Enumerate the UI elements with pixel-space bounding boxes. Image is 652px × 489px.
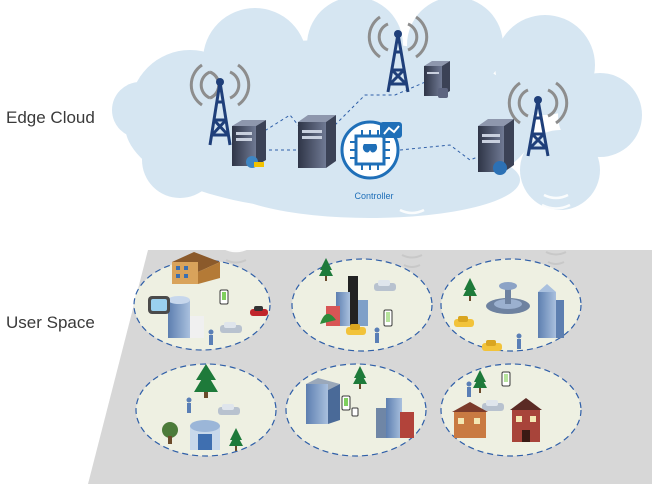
cell-tower-icon bbox=[367, 15, 429, 93]
building-icon bbox=[168, 296, 204, 338]
edge-cloud-shape bbox=[112, 0, 642, 218]
user-space-label: User Space bbox=[6, 313, 95, 332]
tree-icon bbox=[473, 370, 487, 393]
building-icon bbox=[376, 398, 414, 438]
cell-items bbox=[148, 252, 268, 345]
tree-icon bbox=[229, 428, 243, 451]
car-icon bbox=[454, 316, 474, 327]
server-icon bbox=[478, 119, 514, 175]
person-icon bbox=[516, 333, 522, 349]
tree-icon bbox=[162, 422, 178, 444]
cell-items bbox=[306, 366, 414, 438]
building-icon bbox=[306, 378, 340, 424]
server-icon bbox=[232, 120, 266, 168]
person-icon bbox=[466, 381, 472, 397]
building-icon bbox=[486, 282, 530, 314]
controller-label: Controller bbox=[354, 191, 393, 201]
person-icon bbox=[186, 397, 192, 413]
building-icon bbox=[172, 252, 220, 284]
car-icon bbox=[346, 324, 366, 335]
server-icon bbox=[424, 61, 450, 98]
phone-icon bbox=[501, 371, 511, 387]
cell-items bbox=[454, 278, 564, 351]
building-icon bbox=[320, 276, 368, 326]
cell-tower-icon bbox=[507, 81, 569, 157]
server-icon bbox=[298, 115, 336, 168]
building-icon bbox=[190, 420, 220, 450]
signal-waves bbox=[219, 193, 573, 253]
controller-chip-icon bbox=[340, 120, 402, 180]
phone-icon bbox=[341, 395, 351, 411]
cell-items bbox=[452, 370, 542, 442]
car-icon bbox=[218, 404, 240, 415]
building-icon bbox=[538, 284, 564, 338]
tree-icon bbox=[319, 258, 333, 281]
cell-tower-icon bbox=[189, 63, 251, 146]
cell-items bbox=[162, 364, 243, 451]
car-icon bbox=[220, 322, 242, 333]
phone-icon bbox=[383, 309, 393, 327]
tree-icon bbox=[463, 278, 477, 301]
watch-icon bbox=[351, 407, 359, 417]
cell-items bbox=[319, 258, 396, 343]
car-icon bbox=[482, 340, 502, 351]
tree-icon bbox=[194, 364, 218, 398]
car-icon bbox=[482, 400, 504, 411]
building-icon bbox=[510, 398, 542, 442]
edge-cloud-label: Edge Cloud bbox=[6, 108, 95, 127]
car-icon bbox=[374, 280, 396, 291]
watch-icon bbox=[148, 296, 170, 314]
person-icon bbox=[374, 327, 380, 343]
person-icon bbox=[208, 329, 214, 345]
phone-icon bbox=[219, 289, 229, 305]
tree-icon bbox=[353, 366, 367, 389]
building-icon bbox=[452, 402, 488, 438]
car-icon bbox=[250, 306, 268, 316]
